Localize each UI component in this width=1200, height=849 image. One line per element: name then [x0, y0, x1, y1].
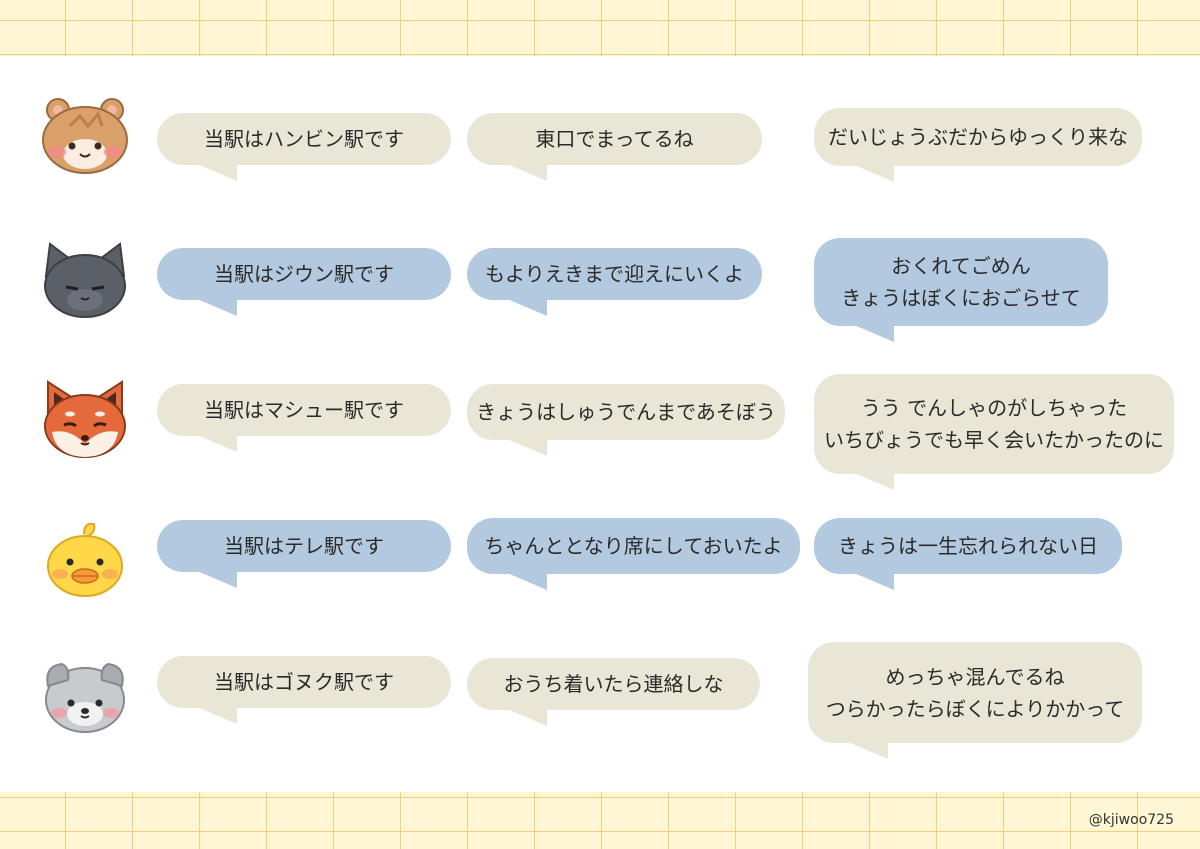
bottom-grid-band — [0, 792, 1200, 849]
bubble-text: だいじょうぶだからゆっくり来な — [828, 125, 1128, 149]
author-credit: @kjiwoo725 — [1088, 812, 1174, 828]
speech-bubble: うう でんしゃのがしちゃった いちびょうでも早く会いたかったのに — [814, 374, 1174, 490]
bubble-text: 当駅はゴヌク駅です — [214, 670, 394, 694]
hamster-face-icon — [40, 96, 130, 176]
gray-cat-face-icon — [40, 240, 130, 320]
speech-bubble: ちゃんととなり席にしておいたよ — [467, 518, 800, 590]
bubble-text: 東口でまってるね — [535, 127, 694, 151]
chick-face-icon — [40, 518, 130, 598]
speech-bubble: 当駅はジウン駅です — [157, 248, 451, 316]
speech-bubble: おくれてごめん きょうはぼくにおごらせて — [814, 238, 1108, 342]
speech-bubble: きょうは一生忘れられない日 — [814, 518, 1122, 590]
speech-bubble: おうち着いたら連絡しな — [467, 658, 760, 726]
bubble-text-line-2: つらかったらぼくによりかかって — [825, 696, 1125, 721]
bubble-text: おうち着いたら連絡しな — [503, 672, 724, 696]
bubble-text: きょうはしゅうでんまであそぼう — [476, 400, 776, 424]
speech-bubble: 東口でまってるね — [467, 113, 762, 181]
bubble-text: 当駅はテレ駅です — [224, 534, 384, 558]
fox-face-icon — [40, 380, 130, 460]
bubble-text: 当駅はマシュー駅です — [204, 398, 404, 422]
speech-bubble: きょうはしゅうでんまであそぼう — [467, 384, 785, 456]
bubble-text-line-1: おくれてごめん — [891, 254, 1031, 278]
speech-bubble: 当駅はテレ駅です — [157, 520, 451, 588]
speech-bubble: 当駅はハンビン駅です — [157, 113, 451, 181]
bubble-text: ちゃんととなり席にしておいたよ — [484, 534, 783, 558]
bubble-text: 当駅はハンビン駅です — [204, 127, 404, 151]
speech-bubble: 当駅はマシュー駅です — [157, 384, 451, 452]
bubble-text-line-2: きょうはぼくにおごらせて — [841, 286, 1081, 310]
speech-bubble: もよりえきまで迎えにいくよ — [467, 248, 762, 316]
speech-bubble: 当駅はゴヌク駅です — [157, 656, 451, 724]
gray-puppy-face-icon — [40, 656, 130, 736]
bubble-text-line-2: いちびょうでも早く会いたかったのに — [824, 428, 1164, 452]
bubble-text: 当駅はジウン駅です — [214, 262, 394, 286]
bubble-text-line-1: うう でんしゃのがしちゃった — [860, 396, 1128, 420]
bubble-text: もよりえきまで迎えにいくよ — [485, 262, 744, 286]
speech-bubble: めっちゃ混んでるね つらかったらぼくによりかかって — [808, 642, 1142, 759]
speech-bubble: だいじょうぶだからゆっくり来な — [814, 108, 1142, 182]
bubble-text-line-1: めっちゃ混んでるね — [885, 664, 1065, 689]
bubble-text: きょうは一生忘れられない日 — [838, 534, 1098, 558]
top-grid-band — [0, 0, 1200, 56]
